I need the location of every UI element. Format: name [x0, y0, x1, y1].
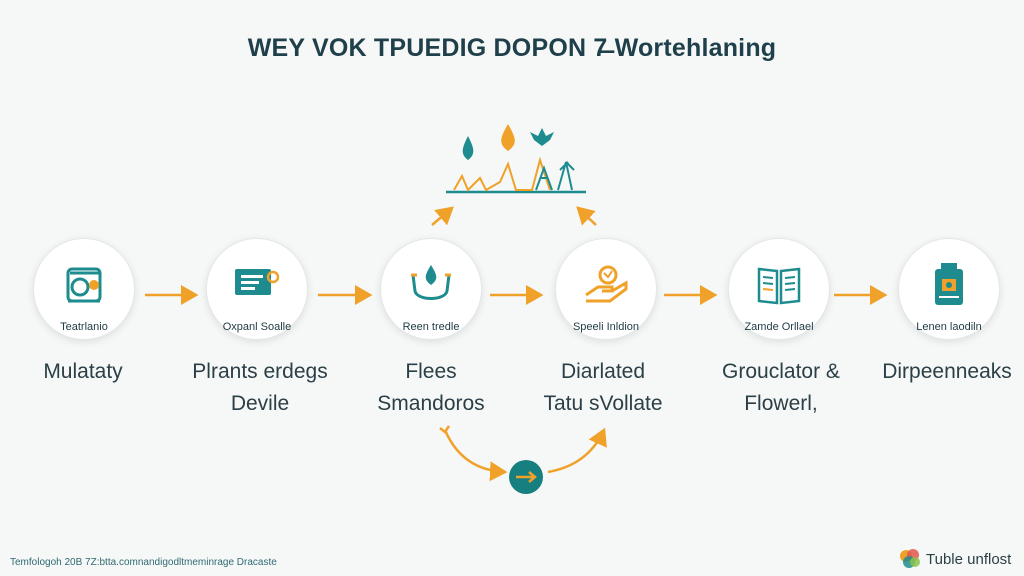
- cycle-arc-right: [547, 427, 607, 474]
- footer-credit: Temfologoh 20B 7Z:btta.comnandigodltmemi…: [10, 557, 277, 568]
- waveform-chart-icon: [446, 156, 586, 194]
- cycle-arc-left: [443, 429, 508, 482]
- step-text-line: Dirpeenneaks: [882, 360, 1012, 383]
- step-node-6: Lenen laodiln: [898, 238, 1000, 340]
- cycle-hub-arrow: [516, 471, 537, 483]
- step-node-5: Zamde Orllael: [728, 238, 830, 340]
- water-drop-icon: [462, 136, 474, 160]
- step-text-1: Mulataty: [0, 356, 168, 388]
- step-text-line: Flees: [405, 360, 457, 383]
- step-text-line: Tatu sVollate: [543, 392, 663, 415]
- step-node-label: Lenen laodiln: [916, 321, 982, 333]
- step-text-6: Dirpeenneaks: [862, 356, 1024, 388]
- step-text-5: Grouclator & Flowerl,: [696, 356, 866, 420]
- step-text-line: Grouclator &: [722, 360, 840, 383]
- hand-holding-seed-icon: [585, 265, 628, 303]
- step-node-2: Oxpanl Soalle: [206, 238, 308, 340]
- top-resource-cluster: [440, 118, 590, 202]
- step-text-line: Diarlated: [560, 360, 646, 383]
- open-book-icon: [757, 267, 801, 305]
- step-node-1: Teatrlanio: [33, 238, 135, 340]
- jar-container-icon: [935, 263, 963, 305]
- step-text-line: Devile: [230, 392, 290, 415]
- step-text-3: Flees Smandoros: [346, 356, 516, 420]
- arrow-up-left: [431, 206, 454, 226]
- page-title: WEY VOK TPUEDIG DOPON 7̶ Wortehlaning: [247, 34, 777, 62]
- step-node-3: Reen tredle: [380, 238, 482, 340]
- step-node-label: Reen tredle: [402, 321, 460, 333]
- oil-drop-icon: [501, 124, 515, 151]
- step-node-label: Speeli Inldion: [572, 321, 640, 333]
- step-node-4: Speeli Inldion: [555, 238, 657, 340]
- step-node-label: Teatrlanio: [60, 321, 108, 333]
- arrow-up-right: [576, 206, 597, 226]
- leaf-icon: [530, 128, 554, 146]
- machine-gear-icon: [66, 267, 102, 303]
- water-drop-bowl-icon: [411, 265, 451, 300]
- step-text-2: Plrants erdegs Devile: [175, 356, 345, 420]
- step-text-4: Diarlated Tatu sVollate: [518, 356, 688, 420]
- brand-name: Tuble unflost: [926, 551, 1012, 568]
- monitor-screen-icon: [235, 269, 280, 295]
- colorful-logo-icon: [900, 549, 920, 568]
- step-text-line: Smandoros: [377, 392, 485, 415]
- step-node-label: Zamde Orllael: [744, 321, 814, 333]
- step-text-line: Mulataty: [43, 360, 123, 383]
- step-node-label: Oxpanl Soalle: [222, 321, 292, 333]
- step-text-line: Flowerl,: [744, 392, 818, 415]
- step-text-line: Plrants erdegs: [192, 360, 328, 383]
- brand-logo: Tuble unflost: [898, 547, 1011, 571]
